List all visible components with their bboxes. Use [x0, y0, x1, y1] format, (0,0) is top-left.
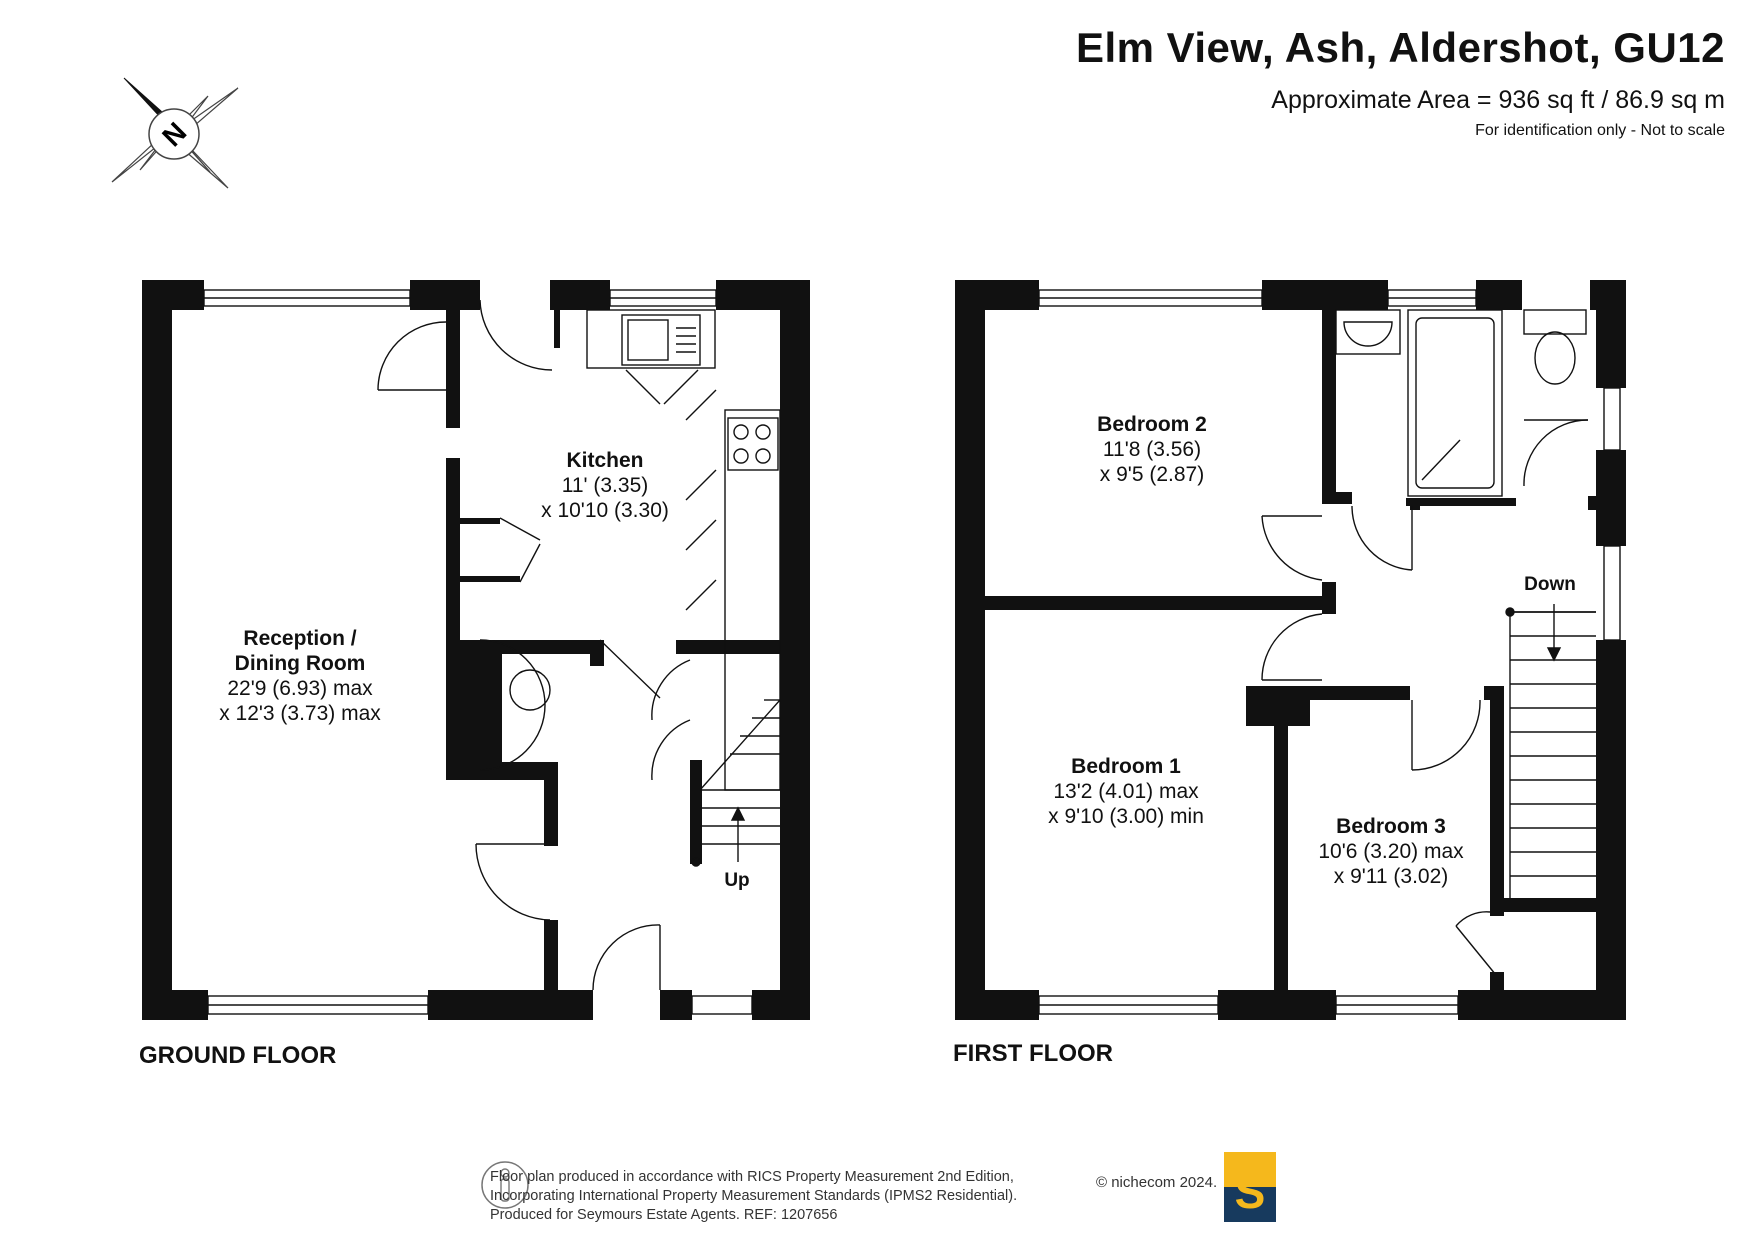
ground-floor-fixtures	[203, 289, 781, 1015]
first-floor-label: FIRST FLOOR	[953, 1040, 1113, 1067]
room-label-bedroom-2: Bedroom 2 11'8 (3.56) x 9'5 (2.87)	[1097, 412, 1207, 487]
room-dimension: 22'9 (6.93) max	[227, 677, 373, 700]
room-label-kitchen: Kitchen 11' (3.35) x 10'10 (3.30)	[541, 448, 669, 523]
compass-icon: N	[111, 77, 239, 189]
first-floor-fixtures	[1038, 289, 1621, 1015]
nichecom-brand: © nichecom 2024.	[1096, 1174, 1218, 1191]
room-dimension: 11' (3.35)	[561, 474, 649, 497]
footer-line: Incorporating International Property Mea…	[490, 1188, 1018, 1204]
approximate-area: Approximate Area = 936 sq ft / 86.9 sq m	[1271, 86, 1725, 114]
room-name: Bedroom 2	[1097, 413, 1207, 436]
seymours-logo: S	[1224, 1152, 1276, 1222]
room-name: Dining Room	[234, 652, 366, 675]
footer-line: Floor plan produced in accordance with R…	[490, 1169, 1014, 1185]
stairs-up-label: Up	[724, 870, 750, 891]
room-dimension: x 10'10 (3.30)	[541, 499, 669, 522]
room-label-bedroom-3: Bedroom 3 10'6 (3.20) max x 9'11 (3.02)	[1318, 814, 1463, 889]
footer-notes: Floor plan produced in accordance with R…	[490, 1168, 1017, 1225]
room-name: Bedroom 1	[1071, 755, 1181, 778]
room-dimension: 13'2 (4.01) max	[1053, 780, 1199, 803]
wall	[142, 280, 172, 1020]
first-floor-plan	[955, 280, 1626, 1020]
person-scale-icon	[481, 1161, 529, 1209]
footer-line: Produced for Seymours Estate Agents. REF…	[490, 1207, 838, 1223]
room-dimension: x 9'11 (3.02)	[1333, 865, 1449, 888]
room-dimension: x 12'3 (3.73) max	[219, 702, 381, 725]
room-dimension: x 9'10 (3.00) min	[1048, 805, 1204, 828]
room-name: Bedroom 3	[1336, 815, 1446, 838]
room-dimension: 11'8 (3.56)	[1102, 438, 1202, 461]
room-dimension: 10'6 (3.20) max	[1318, 840, 1464, 863]
room-label-reception: Reception / Dining Room 22'9 (6.93) max …	[219, 626, 381, 726]
room-label-bedroom-1: Bedroom 1 13'2 (4.01) max x 9'10 (3.00) …	[1048, 754, 1204, 829]
logo-letter: S	[1235, 1166, 1266, 1218]
room-name: Reception /	[243, 627, 357, 650]
stairs-down-label: Down	[1524, 574, 1576, 595]
room-name: Kitchen	[566, 449, 644, 472]
room-dimension: x 9'5 (2.87)	[1099, 463, 1205, 486]
scale-disclaimer: For identification only - Not to scale	[1475, 122, 1725, 139]
ground-floor-label: GROUND FLOOR	[139, 1042, 337, 1069]
ground-floor-plan	[142, 280, 810, 1020]
property-title: Elm View, Ash, Aldershot, GU12	[1075, 24, 1725, 71]
